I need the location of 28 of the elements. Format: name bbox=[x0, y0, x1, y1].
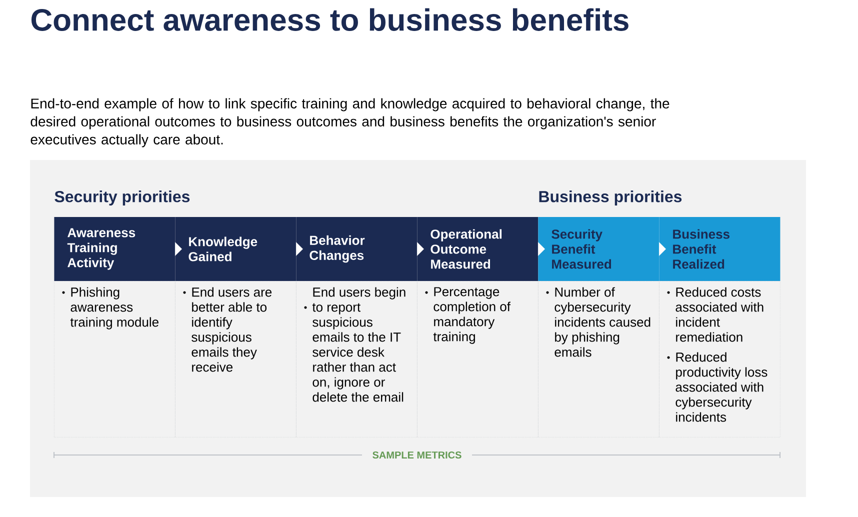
caption: End-to-end example of how to link specific training and knowledge acquired to behavioral change, the desired operational outcomes to business outcomes and business benefits the organization's senior executives actually care about. bbox=[30, 98, 670, 148]
metric-cell: Phishing awareness training module bbox=[54, 281, 176, 438]
node-label: Business Benefit Realized bbox=[673, 229, 730, 269]
section-heading: Security priorities bbox=[54, 190, 190, 206]
title: Connect awareness to business benefits bbox=[31, 8, 628, 31]
section-label: SAMPLE METRICS bbox=[372, 451, 462, 459]
metric-cell: Percentage completion of mandatory training bbox=[417, 281, 538, 438]
column-header: Security Benefit Measured bbox=[538, 217, 660, 281]
metric-cell: Number of cybersecurity incidents caused by phishing emails bbox=[538, 281, 660, 438]
chevron-arrow bbox=[538, 242, 545, 256]
metric-cell: Reduced costs associated with incident remediation Reduced productivity loss associated with cybersecurity incidents bbox=[659, 281, 780, 438]
node-label: Security Benefit Measured bbox=[552, 229, 612, 269]
node-label: Operational Outcome Measured bbox=[430, 229, 502, 269]
chevron-arrow bbox=[416, 242, 424, 256]
node-label: Behavior Changes bbox=[310, 235, 365, 263]
chevron-arrow bbox=[658, 242, 666, 256]
chevron-arrow bbox=[174, 242, 182, 256]
column-header: Knowledge Gained bbox=[175, 217, 296, 281]
column-header: Operational Outcome Measured bbox=[417, 217, 538, 281]
column-header: Behavior Changes bbox=[296, 217, 418, 281]
chevron-arrow bbox=[296, 242, 303, 256]
column-header: Business Benefit Realized bbox=[659, 217, 780, 281]
metric-cell: End users begin to report suspicious emails to the IT service desk rather than act on, ignore or delete the email bbox=[296, 281, 418, 438]
section-heading: Business priorities bbox=[539, 190, 682, 206]
node-label: Awareness Training Activity bbox=[67, 228, 136, 270]
column-header: Awareness Training Activity bbox=[54, 217, 176, 281]
node-label: Knowledge Gained bbox=[188, 236, 258, 262]
metric-cell: End users are better able to identify suspicious emails they receive bbox=[175, 281, 296, 438]
